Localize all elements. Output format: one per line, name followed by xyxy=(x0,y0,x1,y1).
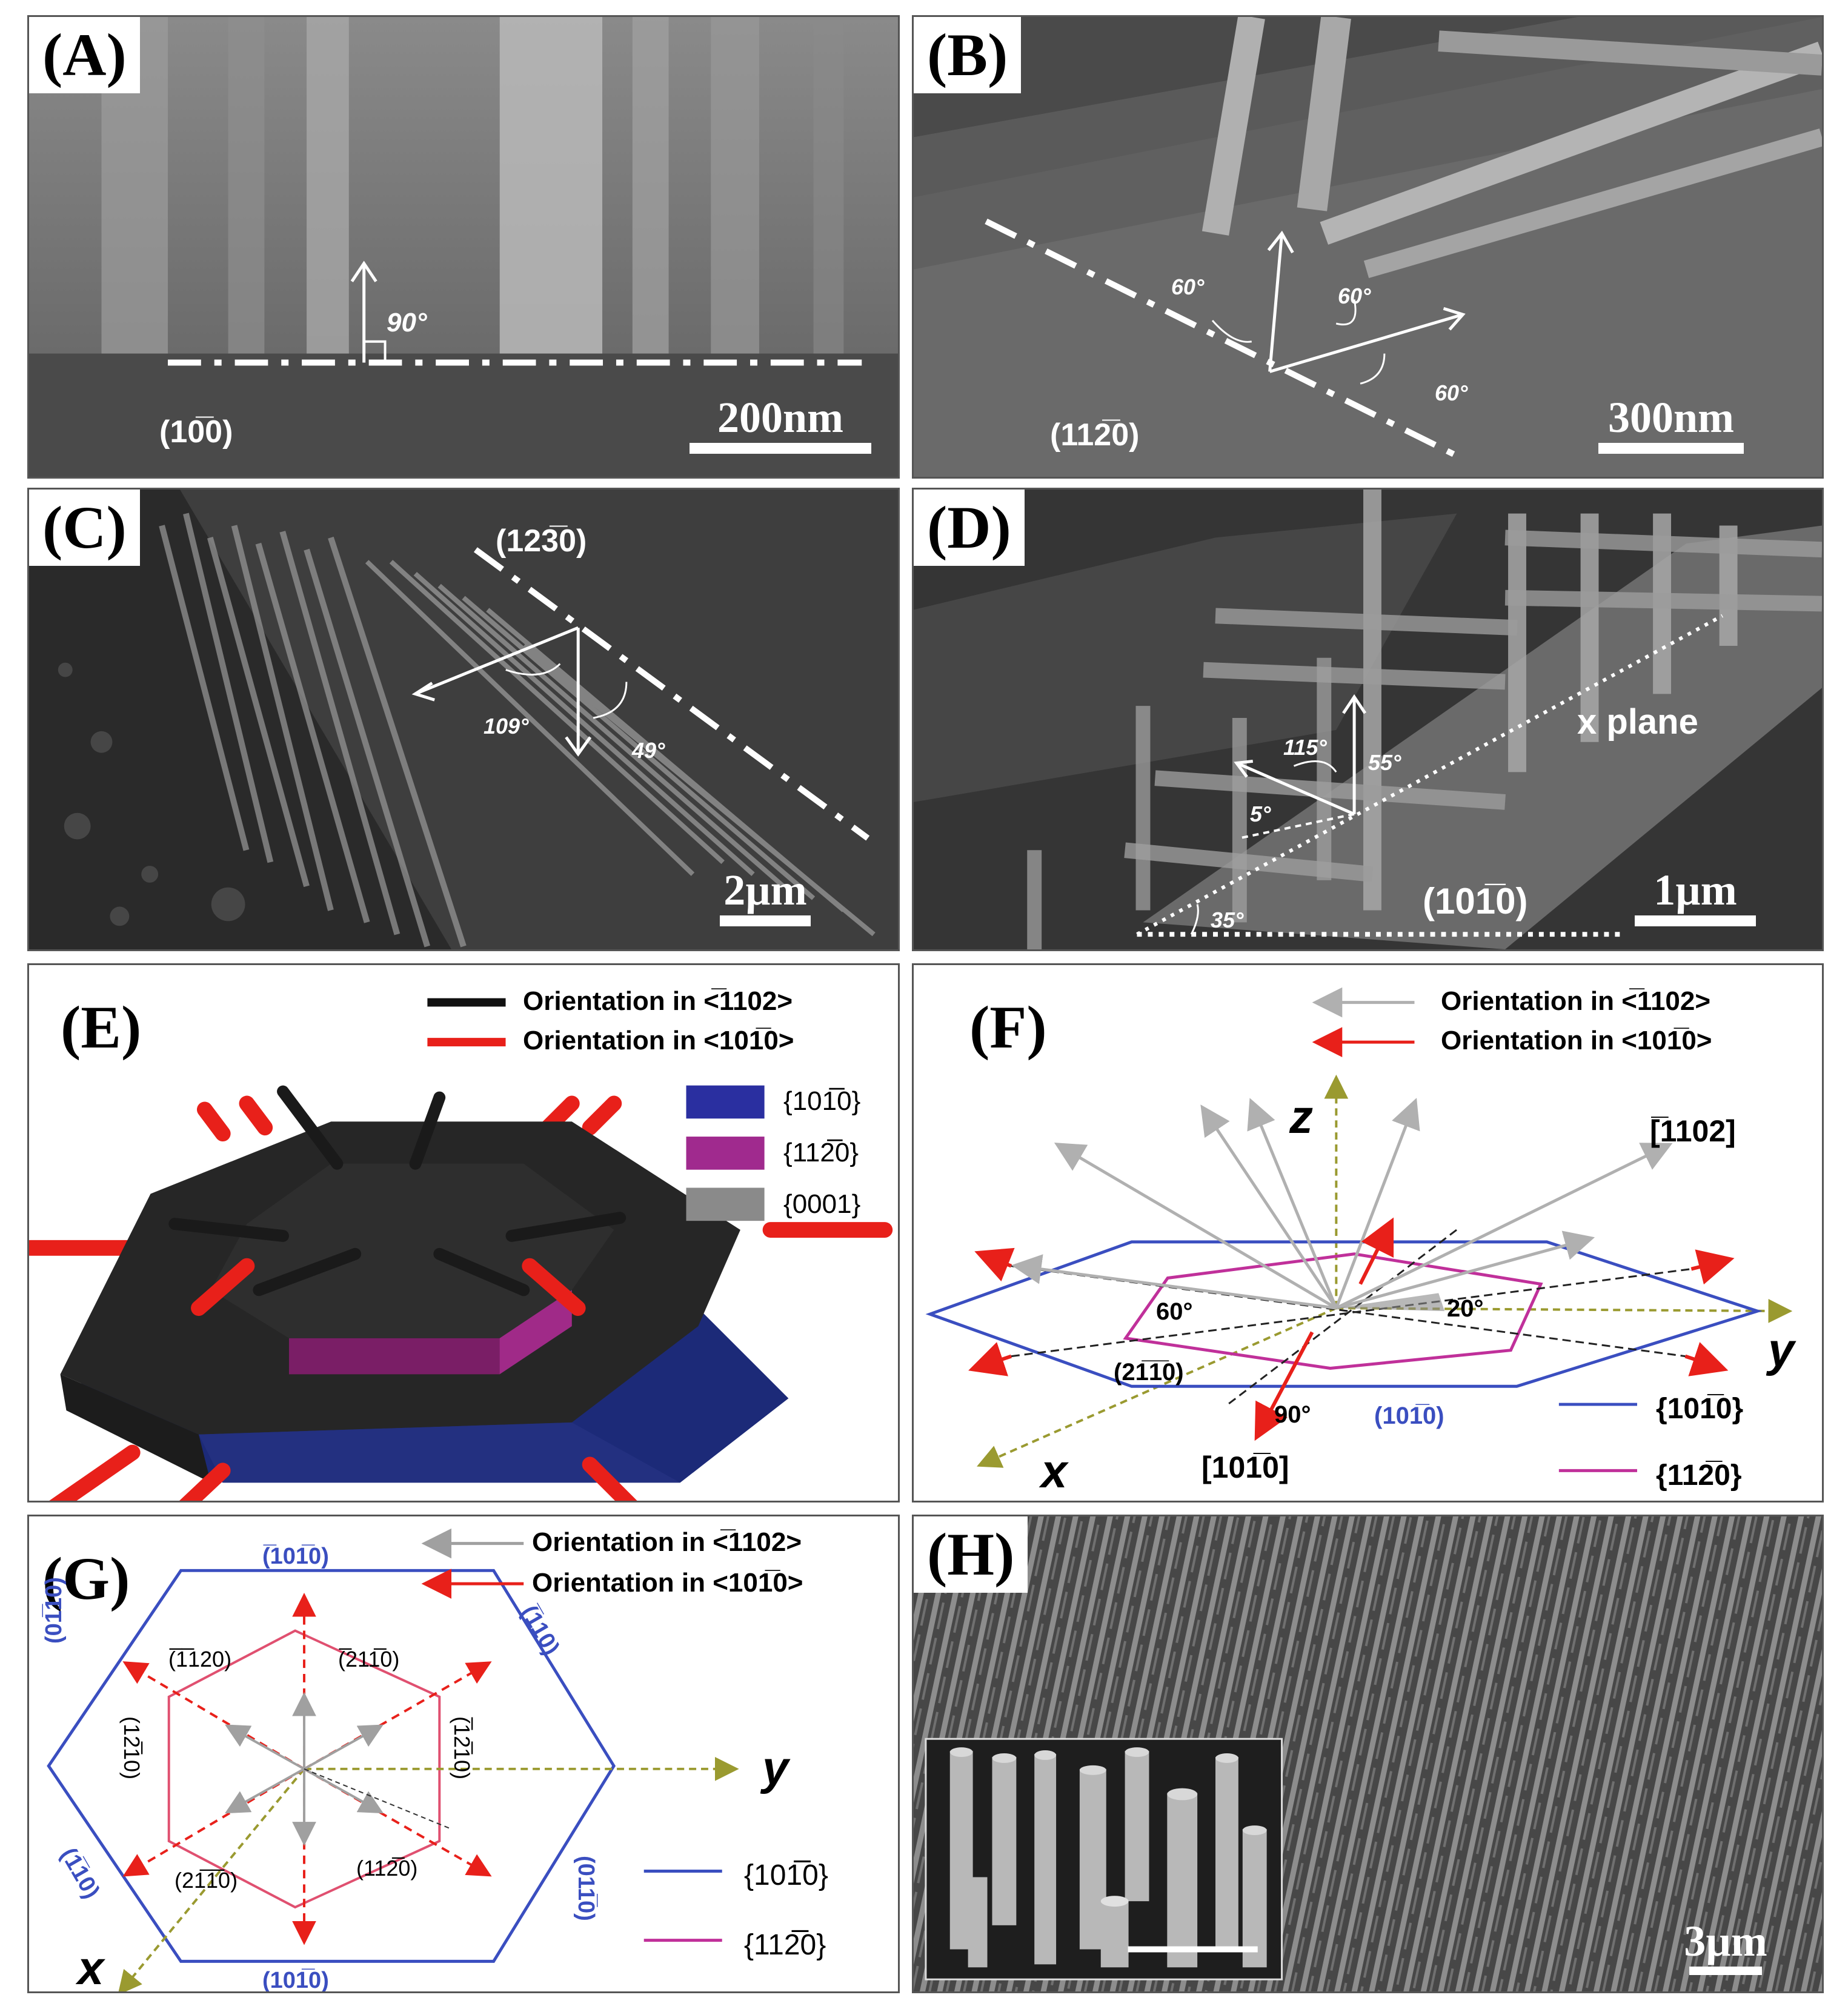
axis-label-y-f: y xyxy=(1768,1323,1795,1376)
legend-plane-f-2: {112̅0} xyxy=(1656,1459,1742,1492)
angle-label-d-3: 5° xyxy=(1250,802,1271,826)
panel-label-e: (E) xyxy=(61,994,142,1061)
axis-label-x-f: x xyxy=(1041,1444,1068,1498)
angle-label-a: 90° xyxy=(387,308,427,337)
inner-plane-3: (12̅10) xyxy=(119,1716,144,1780)
direction-label-top-f: [̅1102] xyxy=(1650,1114,1736,1148)
legend-line-f-2: Orientation in <101̅0> xyxy=(1441,1026,1712,1055)
scale-bar-label-b: 300nm xyxy=(1607,393,1735,442)
panel-label-b: (B) xyxy=(914,17,1022,93)
sem-image-h xyxy=(914,1516,1822,1991)
panel-label-f: (F) xyxy=(969,994,1047,1061)
legend-line-f-1: Orientation in <̅1102> xyxy=(1441,986,1711,1016)
panel-f: (F) Orientation in <̅1102> Orientation i… xyxy=(912,963,1824,1502)
panel-g: (G) Orientation in <̅1102> Orientation i… xyxy=(27,1515,900,1993)
scale-bar-label-d: 1µm xyxy=(1654,866,1737,914)
angle-label-b-1: 60° xyxy=(1171,274,1205,299)
direction-label-bottom-f: [101̅0] xyxy=(1202,1450,1289,1484)
plane-label-c: (123̅0) xyxy=(496,523,587,559)
plane-name-label-d: x plane xyxy=(1577,702,1698,742)
angle-label-f-60: 60° xyxy=(1156,1298,1193,1325)
sem-image-b xyxy=(914,17,1822,477)
angle-label-b-2: 60° xyxy=(1338,284,1371,308)
outer-plane-lr: (011̅0) xyxy=(573,1856,599,1921)
panel-d: (D) x plane 115° 55° 5° 35° (101̅0) 1µm xyxy=(912,488,1824,951)
axis-label-y-g: y xyxy=(762,1741,789,1795)
panel-e: (E) Orientation in <̅1102> Orientation i… xyxy=(27,963,900,1502)
hexagon-3d-model xyxy=(29,998,893,1501)
outer-plane-top: (̅101̅0) xyxy=(262,1544,329,1569)
inner-plane-2: (̅211̅0) xyxy=(338,1647,400,1672)
panel-label-d: (D) xyxy=(914,490,1025,566)
panel-h: (H) 3µm xyxy=(912,1515,1824,1993)
legend-line-g-1: Orientation in <̅1102> xyxy=(532,1527,802,1557)
scale-bar-b: 300nm xyxy=(1574,393,1768,454)
scale-bar-label-a: 200nm xyxy=(717,393,844,442)
outer-plane-bottom: (101̅0) xyxy=(262,1968,329,1993)
inner-plane-4: (̅12̅10) xyxy=(450,1716,474,1780)
legend-face-e-1: {101̅0} xyxy=(783,1086,861,1116)
scale-bar-label-h: 3µm xyxy=(1684,1917,1767,1965)
panel-label-c: (C) xyxy=(29,490,140,566)
inner-plane-1: (̅1̅120) xyxy=(168,1647,232,1672)
sem-image-d xyxy=(914,490,1822,949)
axis-label-z: z xyxy=(1289,1090,1313,1143)
legend-plane-g-1: {101̅0} xyxy=(744,1859,828,1891)
angle-label-f-90: 90° xyxy=(1274,1401,1311,1428)
plane-label-f-2110: (21̅1̅0) xyxy=(1114,1359,1184,1386)
sem-image-c xyxy=(29,490,898,949)
panel-b: (B) 60° 60° 60° (112̅0) 300nm xyxy=(912,15,1824,479)
angle-label-c-2: 49° xyxy=(632,738,665,763)
scale-bar-c: 2µm xyxy=(696,865,835,926)
legend-face-e-2: {112̅0} xyxy=(783,1138,859,1167)
plane-label-f-1010: (101̅0) xyxy=(1374,1403,1444,1429)
angle-label-f-20: 20° xyxy=(1447,1295,1484,1322)
panel-a: (A) 90° (10̅0) 200nm xyxy=(27,15,900,479)
angle-label-d-2: 55° xyxy=(1368,750,1401,775)
plane-label-b: (112̅0) xyxy=(1050,417,1140,453)
angle-label-d-1: 115° xyxy=(1283,735,1327,760)
axis-label-x-g: x xyxy=(78,1941,104,1993)
panel-label-h: (H) xyxy=(914,1516,1028,1593)
sem-image-a xyxy=(29,17,898,477)
inner-plane-6: (112̅0) xyxy=(356,1856,418,1881)
plane-label-d: (101̅0) xyxy=(1423,881,1528,921)
legend-line-e-1: Orientation in <̅1102> xyxy=(523,986,793,1016)
panel-c: (C) (123̅0) 109° 49° 2µm xyxy=(27,488,900,951)
scale-bar-a: 200nm xyxy=(683,393,877,454)
panel-label-a: (A) xyxy=(29,17,140,93)
angle-label-d-4: 35° xyxy=(1211,908,1244,932)
scale-bar-h: 3µm xyxy=(1659,1916,1792,1975)
inner-plane-5: (21̅1̅0) xyxy=(174,1868,238,1893)
angle-label-b-3: 60° xyxy=(1435,380,1468,405)
legend-line-e-2: Orientation in <101̅0> xyxy=(523,1026,794,1055)
crystal-orientation-diagram-g xyxy=(47,1528,739,1991)
legend-plane-f-1: {101̅0} xyxy=(1656,1393,1744,1425)
plane-label-a: (10̅0) xyxy=(159,414,233,450)
scale-bar-label-c: 2µm xyxy=(723,866,807,914)
crystal-orientation-diagram-f xyxy=(925,987,1793,1472)
legend-face-e-3: {0001} xyxy=(783,1189,861,1219)
legend-line-g-2: Orientation in <101̅0> xyxy=(532,1568,803,1598)
scale-bar-d: 1µm xyxy=(1617,865,1774,926)
panel-label-g: (G) xyxy=(42,1545,130,1612)
legend-plane-g-2: {112̅0} xyxy=(744,1929,826,1961)
outer-plane-ul: (01̅10) xyxy=(41,1577,67,1644)
angle-label-c-1: 109° xyxy=(484,714,529,739)
